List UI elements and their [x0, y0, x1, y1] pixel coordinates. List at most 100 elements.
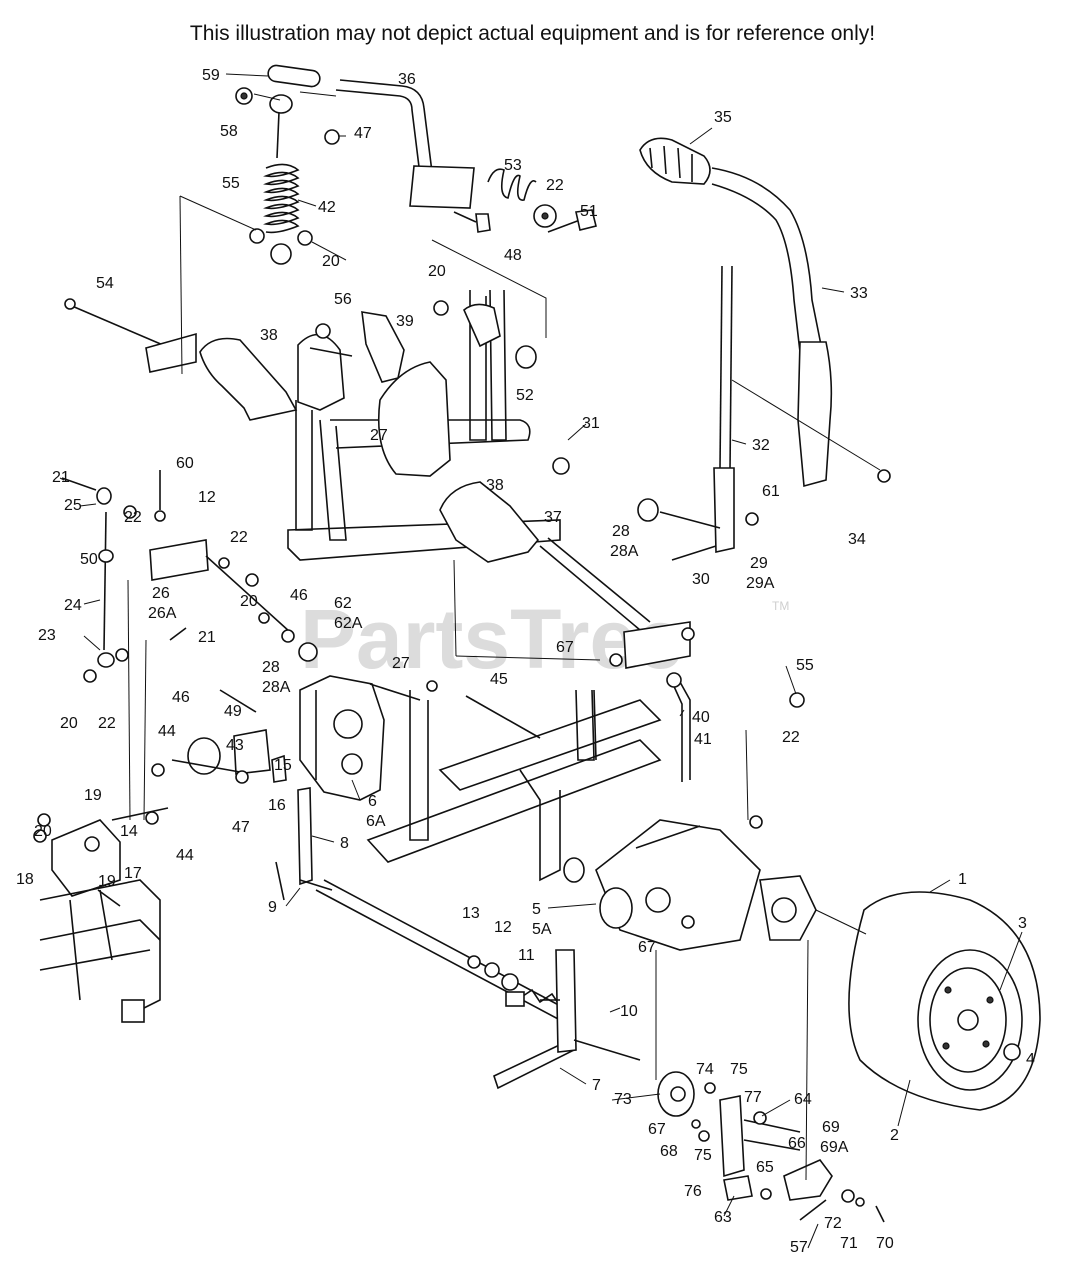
part-label: 42 — [318, 199, 336, 216]
part-label: 20 — [240, 593, 258, 610]
part-label: 6A — [366, 813, 386, 830]
bracket-26 — [149, 470, 318, 662]
part-label: 22 — [546, 177, 564, 194]
part-label: 45 — [490, 671, 508, 688]
part-label: 35 — [714, 109, 732, 126]
bushing-28-upper — [637, 498, 721, 561]
part-label: 22 — [98, 715, 116, 732]
part-label: 69 — [822, 1119, 840, 1136]
part-label: 67 — [556, 639, 574, 656]
part-label: 55 — [222, 175, 240, 192]
part-label: 23 — [38, 627, 56, 644]
part-label: 20 — [34, 823, 52, 840]
part-label: 29A — [746, 575, 775, 592]
part-label: 73 — [614, 1091, 632, 1108]
part-label: 5 — [532, 901, 541, 918]
rod-32 — [713, 265, 881, 553]
part-label: 62A — [334, 615, 363, 632]
part-label: 28A — [610, 543, 639, 560]
pump-6 — [299, 675, 421, 801]
part-label: 37 — [544, 509, 562, 526]
part-label: 39 — [396, 313, 414, 330]
part-label: 38 — [260, 327, 278, 344]
part-label: 22 — [782, 729, 800, 746]
part-label: 21 — [52, 469, 70, 486]
part-label: 24 — [64, 597, 82, 614]
part-label: 21 — [198, 629, 216, 646]
part-label: 46 — [172, 689, 190, 706]
part-label: 74 — [696, 1061, 714, 1078]
part-label: 22 — [230, 529, 248, 546]
bracket-43 — [151, 689, 287, 784]
part-label: 54 — [96, 275, 114, 292]
part-label: 59 — [202, 67, 220, 84]
part-label: 67 — [648, 1121, 666, 1138]
part-label: 34 — [848, 531, 866, 548]
part-label: 28A — [262, 679, 291, 696]
part-label: 65 — [756, 1159, 774, 1176]
lower-right-links — [698, 729, 885, 1223]
part-label: 20 — [60, 715, 78, 732]
part-label: 64 — [794, 1091, 812, 1108]
part-label: 51 — [580, 203, 598, 220]
handle-33 — [639, 137, 833, 488]
part-label: 12 — [494, 919, 512, 936]
bolt-54 — [64, 298, 197, 373]
watermark: PartsTree — [300, 592, 683, 686]
part-label: 8 — [340, 835, 349, 852]
part-label: 44 — [158, 723, 176, 740]
washers-11-13 — [467, 955, 519, 991]
label-leaders — [59, 73, 1023, 1249]
bracket-38-upper — [199, 337, 298, 421]
part-label: 75 — [694, 1147, 712, 1164]
leader-lines-upper — [179, 91, 547, 375]
part-label: 49 — [224, 703, 242, 720]
upper-frame — [287, 289, 561, 561]
part-label: 1 — [958, 871, 967, 888]
part-label: 22 — [124, 509, 142, 526]
bolt-48 — [453, 211, 491, 233]
part-label: 6 — [368, 793, 377, 810]
part-label: 41 — [694, 731, 712, 748]
part-label: 60 — [176, 455, 194, 472]
part-label: 29 — [750, 555, 768, 572]
disc-73 — [655, 950, 695, 1117]
part-label: 27 — [370, 427, 388, 444]
part-label: 2 — [890, 1127, 899, 1144]
center-frame — [366, 559, 662, 882]
part-label: 47 — [354, 125, 372, 142]
disclaimer-text: This illustration may not depict actual … — [189, 22, 876, 45]
part-label: 31 — [582, 415, 600, 432]
part-label: 56 — [334, 291, 352, 308]
part-label: 58 — [220, 123, 238, 140]
part-label: 62 — [334, 595, 352, 612]
part-label: 66 — [788, 1135, 806, 1152]
part-label: 67 — [638, 939, 656, 956]
part-label: 77 — [744, 1089, 762, 1106]
part-label: 27 — [392, 655, 410, 672]
part-label: 61 — [762, 483, 780, 500]
left-assembly — [33, 807, 169, 1023]
lift-lever-36 — [267, 64, 475, 209]
part-label: 15 — [274, 757, 292, 774]
part-label: 10 — [620, 1003, 638, 1020]
part-label: 12 — [198, 489, 216, 506]
part-label: 40 — [692, 709, 710, 726]
lever-8 — [275, 787, 333, 901]
rod-21-mid — [127, 579, 187, 821]
rod-45 — [465, 695, 541, 739]
part-label: 69A — [820, 1139, 849, 1156]
part-label: 33 — [850, 285, 868, 302]
part-label: 70 — [876, 1235, 894, 1252]
bolt-51 — [547, 209, 597, 233]
part-label: 30 — [692, 571, 710, 588]
part-label: 11 — [518, 947, 535, 964]
part-label: 18 — [16, 871, 34, 888]
part-label: 50 — [80, 551, 98, 568]
part-label: 68 — [660, 1143, 678, 1160]
part-label: 3 — [1018, 915, 1027, 932]
link-rod-24 — [61, 477, 137, 683]
part-label: 26A — [148, 605, 177, 622]
transmission-5 — [563, 819, 817, 951]
part-label: 57 — [790, 1239, 808, 1256]
